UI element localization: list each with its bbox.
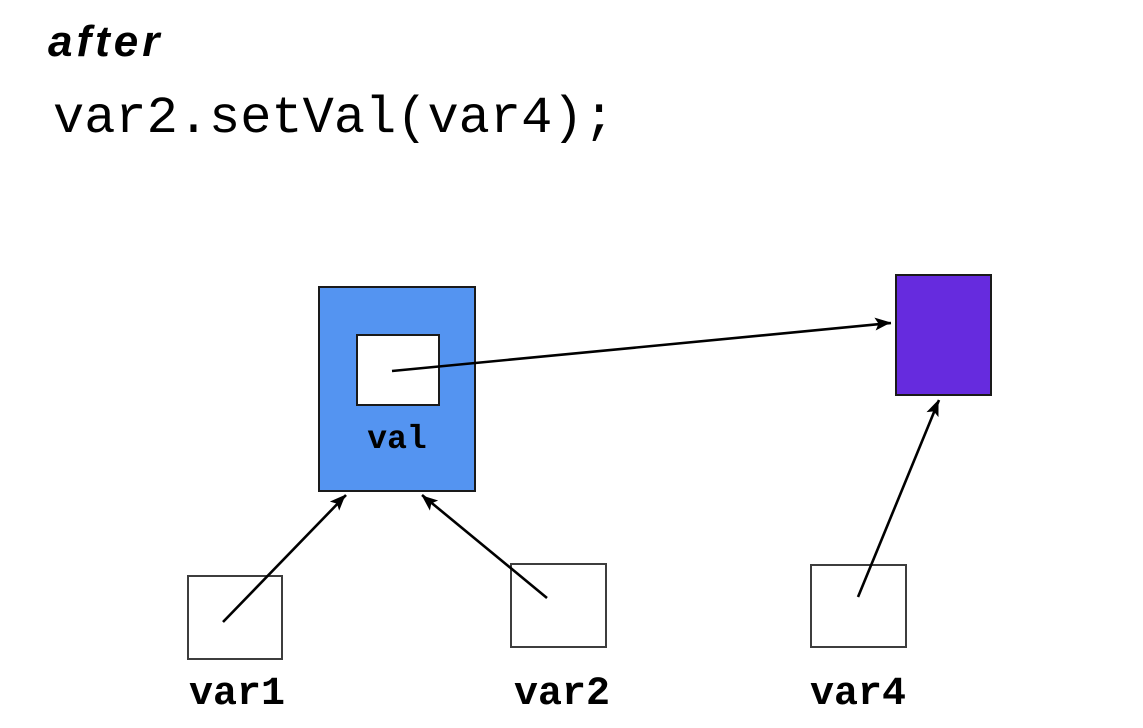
variable-label-var2: var2 (513, 672, 610, 717)
variable-label-var4: var4 (809, 672, 906, 717)
variable-label-var1: var1 (188, 672, 285, 717)
field-slot (356, 334, 440, 406)
field-label-val: val (367, 421, 427, 458)
variable-box-var2 (510, 563, 607, 648)
heap-object-box: val (318, 286, 476, 492)
code-line: var2.setVal(var4); (53, 89, 615, 148)
state-label: after (48, 17, 164, 66)
variable-box-var1 (187, 575, 283, 660)
target-object-box (895, 274, 992, 396)
variable-box-var4 (810, 564, 907, 648)
